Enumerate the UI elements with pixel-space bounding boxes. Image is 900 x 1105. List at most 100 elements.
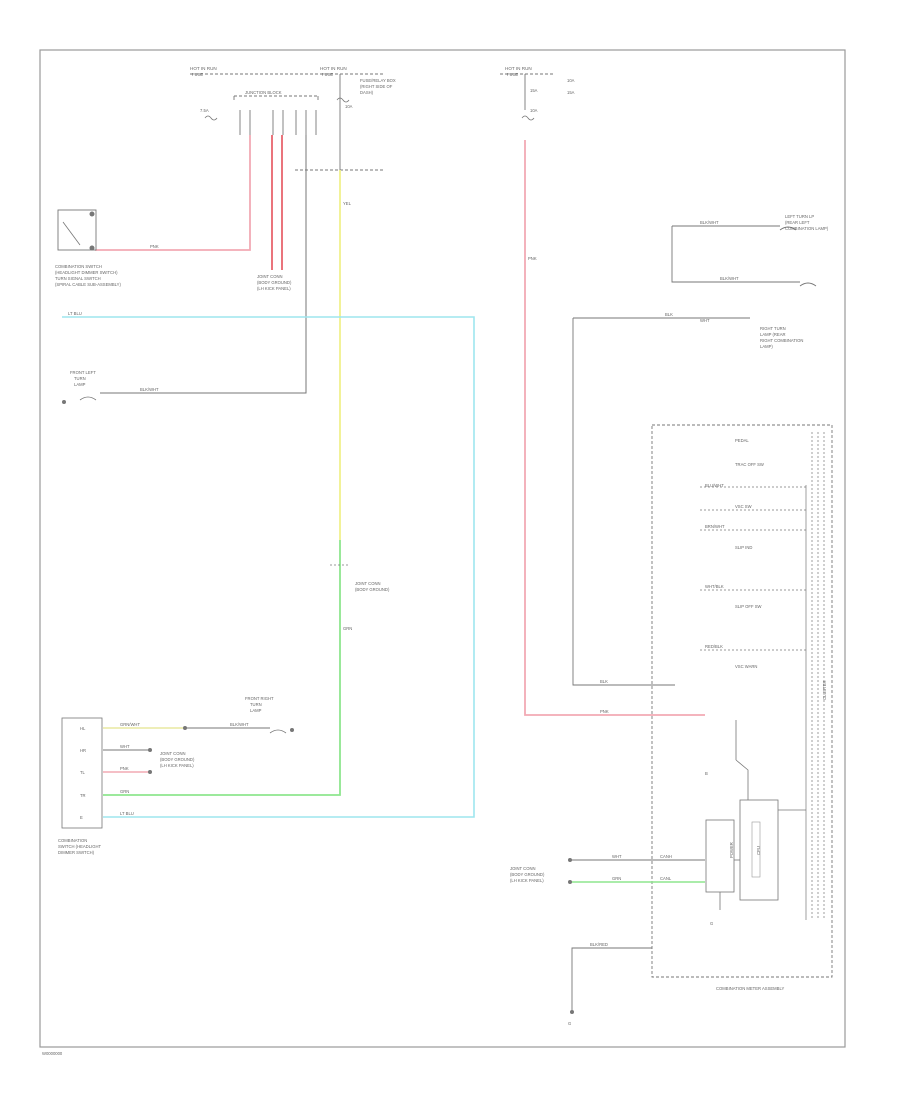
label-rear-turn-3: COMBINATION LAMP) bbox=[785, 226, 829, 231]
label-wire-wht-2: WHT bbox=[700, 318, 710, 323]
label-combo-switch-4: (SPIRAL CABLE SUB-ASSEMBLY) bbox=[55, 282, 121, 287]
label-wire-pnk-1: PNK bbox=[150, 244, 159, 249]
pink-wire-right bbox=[524, 140, 705, 716]
label-joint-conn-bottom-2: (BODY GROUND) bbox=[160, 757, 195, 762]
meter-signal-rows bbox=[700, 486, 806, 651]
label-wire-pnk-4: PNK bbox=[600, 709, 609, 714]
label-wire-lt-blu-1: LT BLU bbox=[68, 311, 82, 316]
label-wire-blk-wht-2: BLK/WHT bbox=[230, 722, 249, 727]
label-hot-run-right: HOT IN RUN bbox=[505, 66, 532, 71]
label-joint-conn-top: JOINT CONN bbox=[257, 274, 283, 279]
label-wire-blk-red: BLK/RED bbox=[590, 942, 608, 947]
label-meter-power: POWER bbox=[729, 842, 734, 858]
label-wire-yel: YEL bbox=[343, 201, 352, 206]
cyan-wire bbox=[62, 316, 475, 818]
top-power-feeds bbox=[190, 73, 555, 171]
label-combo-switch: COMBINATION SWITCH bbox=[55, 264, 102, 269]
label-joint-conn-bottom-3: (LH KICK PANEL) bbox=[160, 763, 194, 768]
label-fuse-10a: 10A bbox=[345, 104, 353, 109]
label-canl: CANL bbox=[660, 876, 672, 881]
label-bottom-gnd: G bbox=[568, 1021, 571, 1026]
label-meter-gnd: G bbox=[710, 921, 713, 926]
joint-connector-top: JOINT CONN (BODY GROUND) (LH KICK PANEL) bbox=[257, 274, 292, 291]
label-front-right: FRONT RIGHT bbox=[245, 696, 274, 701]
label-fuse-left: FUSE bbox=[192, 72, 203, 77]
label-pin-hr: HR bbox=[80, 748, 86, 753]
label-wire-blk-wht-4: BLK/WHT bbox=[720, 276, 739, 281]
label-rear-turn: LEFT TURN LP bbox=[785, 214, 814, 219]
label-fuse-relay-block-2: (RIGHT SIDE OF bbox=[360, 84, 393, 89]
label-joint-conn-mid-2: (BODY GROUND) bbox=[355, 587, 390, 592]
label-wire-pnk-2: PNK bbox=[120, 766, 129, 771]
label-combo-switch-2: (HEADLIGHT DIMMER SWITCH) bbox=[55, 270, 118, 275]
label-comb-sw-bottom-2: SWITCH (HEADLIGHT bbox=[58, 844, 101, 849]
combination-meter-assembly bbox=[651, 424, 833, 978]
label-meter-signal-4: SLIP IND bbox=[735, 545, 752, 550]
label-wire-wht-blk: WHT/BLK bbox=[705, 584, 724, 589]
label-wire-blu-wht: BLU/WHT bbox=[705, 483, 724, 488]
label-fuse-relay-block: FUSE/RELAY BOX bbox=[360, 78, 396, 83]
label-fuse-d: 10A bbox=[567, 78, 575, 83]
label-wire-blk-wht-3: BLK/WHT bbox=[700, 220, 719, 225]
steering-sensor-icon bbox=[57, 209, 97, 251]
label-meter-signal-2: TRAC OFF SW bbox=[735, 462, 764, 467]
label-wire-blk-2: BLK bbox=[600, 679, 608, 684]
bottom-ground-wire bbox=[570, 947, 652, 1014]
pink-wire-top bbox=[95, 135, 251, 251]
label-rear-turn-2: (REAR LEFT bbox=[785, 220, 810, 225]
label-pin-e: E bbox=[80, 815, 83, 820]
label-turn-lamp-r-2: LAMP bbox=[250, 708, 262, 713]
label-fuse-mid: FUSE bbox=[322, 72, 333, 77]
label-meter-cpu: CPU bbox=[756, 846, 761, 855]
label-wire-wht: WHT bbox=[120, 744, 130, 749]
label-meter-b: B bbox=[705, 771, 708, 776]
label-hot-run-mid: HOT IN RUN bbox=[320, 66, 347, 71]
meter-internals bbox=[705, 720, 806, 910]
label-joint-conn-top-2: (BODY GROUND) bbox=[257, 280, 292, 285]
front-left-turn-lamp: FRONT LEFT TURN LAMP bbox=[62, 370, 97, 404]
diagram-frame bbox=[39, 49, 846, 1048]
label-pin-hl: HL bbox=[80, 726, 86, 731]
label-rear-turn-r-4: LAMP) bbox=[760, 344, 773, 349]
front-right-turn-lamp: FRONT RIGHT TURN LAMP BLK/WHT bbox=[185, 696, 294, 734]
label-rear-turn-r-2: LAMP (REAR bbox=[760, 332, 786, 337]
label-canh: CANH bbox=[660, 854, 672, 859]
label-fuse-relay-block-3: DASH) bbox=[360, 90, 374, 95]
label-joint-conn-meter: JOINT CONN bbox=[510, 866, 536, 871]
label-wire-grn: GRN bbox=[343, 626, 352, 631]
can-bus-lines bbox=[568, 858, 705, 884]
label-meter-signal-6: VSC WARN bbox=[735, 664, 757, 669]
label-cluster: CLUSTER bbox=[822, 680, 827, 700]
label-pin-tr: TR bbox=[80, 793, 86, 798]
joint-connector-mid: JOINT CONN (BODY GROUND) bbox=[330, 564, 390, 592]
label-hot-run-left: HOT IN RUN bbox=[190, 66, 217, 71]
label-meter-signal-1: PEDAL bbox=[735, 438, 749, 443]
label-joint-conn-top-3: (LH KICK PANEL) bbox=[257, 286, 291, 291]
label-joint-conn-bottom: JOINT CONN bbox=[160, 751, 186, 756]
label-combo-switch-3: TURN SIGNAL SWITCH bbox=[55, 276, 101, 281]
figure-id: W0000000 bbox=[42, 1051, 63, 1056]
label-joint-conn-meter-2: (BODY GROUND) bbox=[510, 872, 545, 877]
label-meter-signal-3: VSC SW bbox=[735, 504, 752, 509]
label-fuse-e: 15A bbox=[567, 90, 575, 95]
label-rear-turn-r: RIGHT TURN bbox=[760, 326, 786, 331]
meter-cpu-block bbox=[751, 821, 761, 878]
label-front-left: FRONT LEFT bbox=[70, 370, 96, 375]
label-junction-block-top: JUNCTION BLOCK bbox=[245, 90, 282, 95]
label-wire-grn-2: GRN bbox=[120, 789, 129, 794]
label-joint-conn-meter-3: (LH KICK PANEL) bbox=[510, 878, 544, 883]
green-wire bbox=[103, 540, 341, 796]
label-fuse-right: FUSE bbox=[507, 72, 518, 77]
label-turn-lamp: TURN bbox=[74, 376, 86, 381]
label-wire-blk-wht-1: BLK/WHT bbox=[140, 387, 159, 392]
label-wire-lt-blu-2: LT BLU bbox=[120, 811, 134, 816]
rear-turn-lamps bbox=[572, 225, 817, 686]
label-pin-tl: TL bbox=[80, 770, 86, 775]
label-turn-lamp-2: LAMP bbox=[74, 382, 86, 387]
label-fuse-a: 7.5A bbox=[200, 108, 209, 113]
label-fuse-c: 10A bbox=[530, 108, 538, 113]
label-fuse-b: 15A bbox=[530, 88, 538, 93]
label-wire-grn-3: GRN bbox=[612, 876, 621, 881]
